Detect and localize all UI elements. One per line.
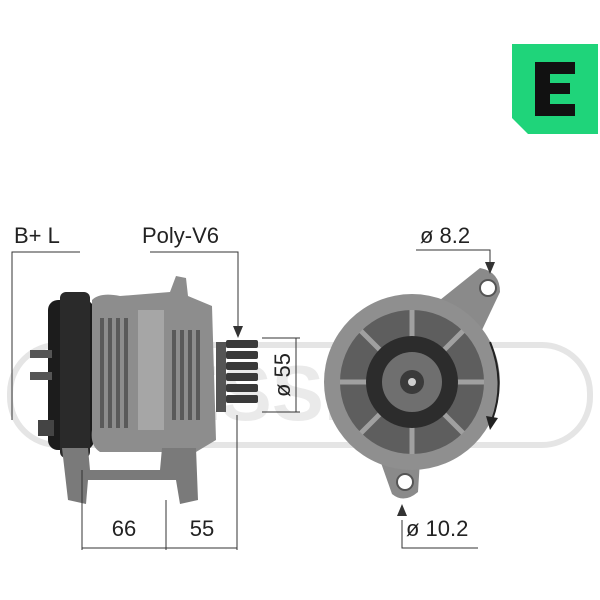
brand-logo: [512, 44, 598, 134]
logo-letter-icon: [535, 62, 575, 116]
bottom-hole-label: ø 10.2: [406, 516, 468, 541]
width-rear-label: 66: [112, 516, 136, 541]
dimension-lines-front: [401, 249, 491, 549]
alternator-front-view: [324, 268, 500, 499]
top-hole-label: ø 8.2: [420, 223, 470, 248]
pulley-arrow-icon: [233, 326, 243, 338]
pulley-type-label: Poly-V6: [142, 223, 219, 248]
bottom-hole-arrow-icon: [397, 504, 407, 516]
width-front-label: 55: [190, 516, 214, 541]
connection-label: B+ L: [14, 223, 60, 248]
rotation-arrow-icon: [486, 416, 498, 430]
pulley-diameter-label: ø 55: [270, 353, 295, 397]
top-hole-arrow-icon: [485, 262, 495, 274]
alternator-side-view: [30, 276, 258, 504]
rotation-arrow: [489, 341, 500, 421]
dimension-lines-side: [11, 251, 300, 550]
